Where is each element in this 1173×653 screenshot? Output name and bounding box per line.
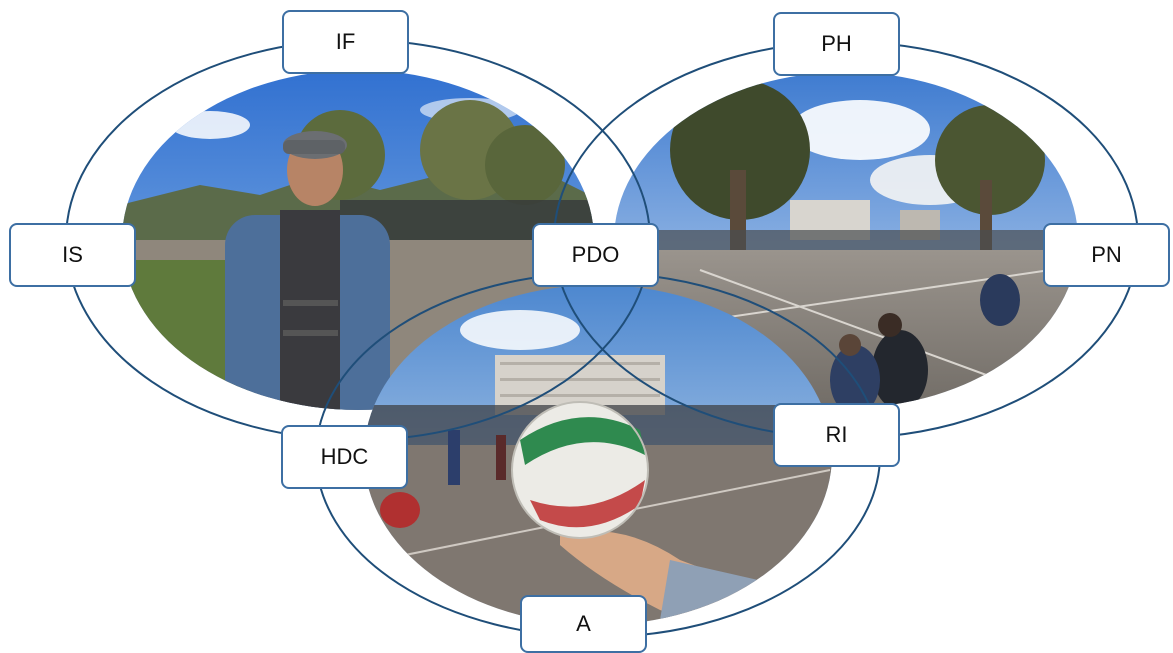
label-pn: PN [1043, 223, 1170, 287]
label-hdc: HDC [281, 425, 408, 489]
label-ri: RI [773, 403, 900, 467]
label-is: IS [9, 223, 136, 287]
label-pdo: PDO [532, 223, 659, 287]
label-ph: PH [773, 12, 900, 76]
label-a: A [520, 595, 647, 653]
label-if: IF [282, 10, 409, 74]
